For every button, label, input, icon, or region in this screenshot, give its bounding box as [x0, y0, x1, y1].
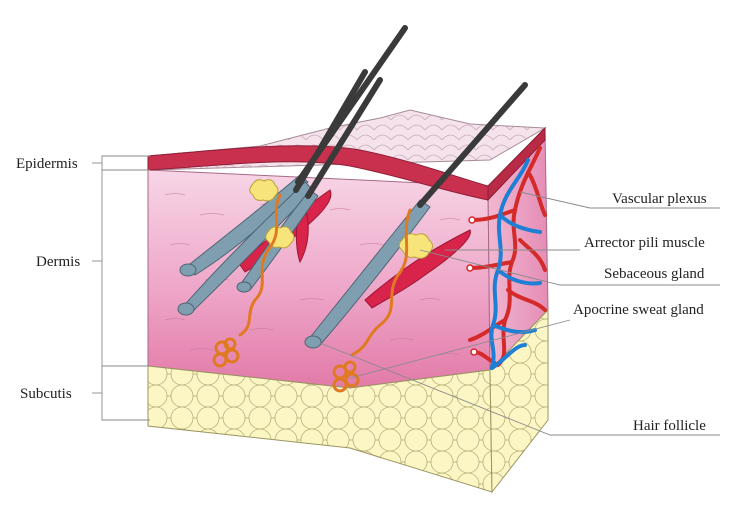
sebaceous-gland — [250, 180, 278, 201]
vessel-opening — [469, 217, 475, 223]
sebaceous-gland — [266, 227, 294, 248]
subcutis-bracket — [102, 366, 150, 420]
subcutis-label: Subcutis — [20, 386, 72, 402]
hair-bulb — [305, 336, 321, 348]
vascular-plexus-label: Vascular plexus — [612, 191, 707, 207]
layer-brackets — [92, 156, 150, 420]
sebaceous-gland-label: Sebaceous gland — [604, 266, 705, 282]
arrector-pili-muscle-label: Arrector pili muscle — [584, 235, 705, 251]
hair-follicle-label: Hair follicle — [633, 418, 706, 434]
vessel-opening — [471, 349, 477, 355]
epidermis-label: Epidermis — [16, 156, 78, 172]
subcutis-front — [148, 366, 492, 492]
hair-bulb — [237, 282, 251, 292]
hair-bulb — [180, 264, 196, 276]
dermis-bracket — [102, 170, 150, 366]
hair-bulb — [178, 303, 194, 315]
apocrine-sweat-gland-label: Apocrine sweat gland — [573, 302, 704, 318]
vessel-opening — [467, 265, 473, 271]
epidermis-bracket — [102, 156, 150, 170]
dermis-label: Dermis — [36, 254, 80, 270]
